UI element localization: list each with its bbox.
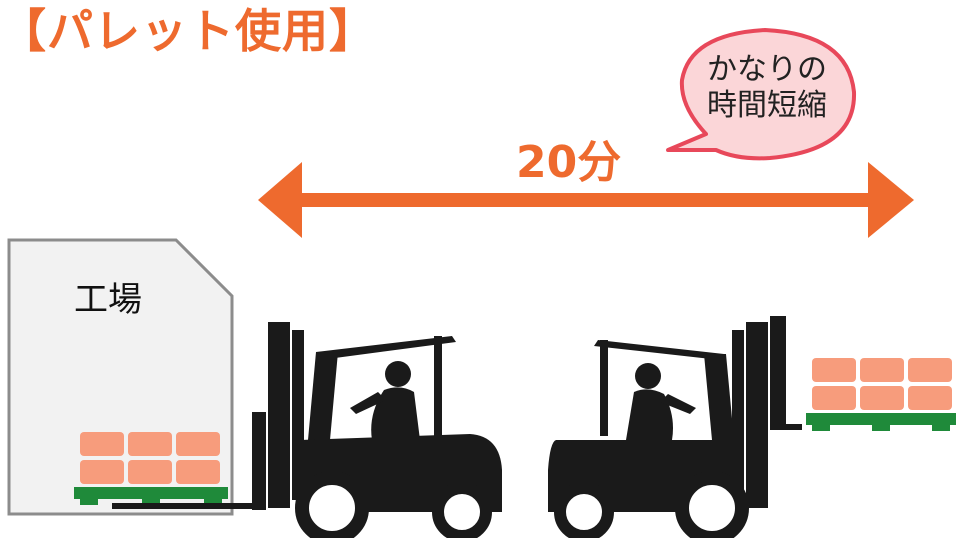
speech-bubble-line: 時間短縮 <box>707 88 827 123</box>
speech-bubble-line: かなりの <box>707 52 827 87</box>
speech-bubble-icon <box>666 28 857 161</box>
duration-label: 20分 <box>516 137 622 188</box>
forklift-icon <box>112 322 502 538</box>
cardboard-box-icon <box>80 432 220 484</box>
pallet-icon <box>806 413 956 431</box>
cardboard-box-icon <box>812 358 952 410</box>
pallet-icon <box>74 487 228 505</box>
page-title: 【パレット使用】 <box>0 4 376 58</box>
factory-label: 工場 <box>74 280 142 320</box>
speech-bubble-text: かなりの 時間短縮 <box>690 52 844 124</box>
forklift-icon <box>548 316 802 538</box>
double-arrow-icon <box>258 162 914 238</box>
